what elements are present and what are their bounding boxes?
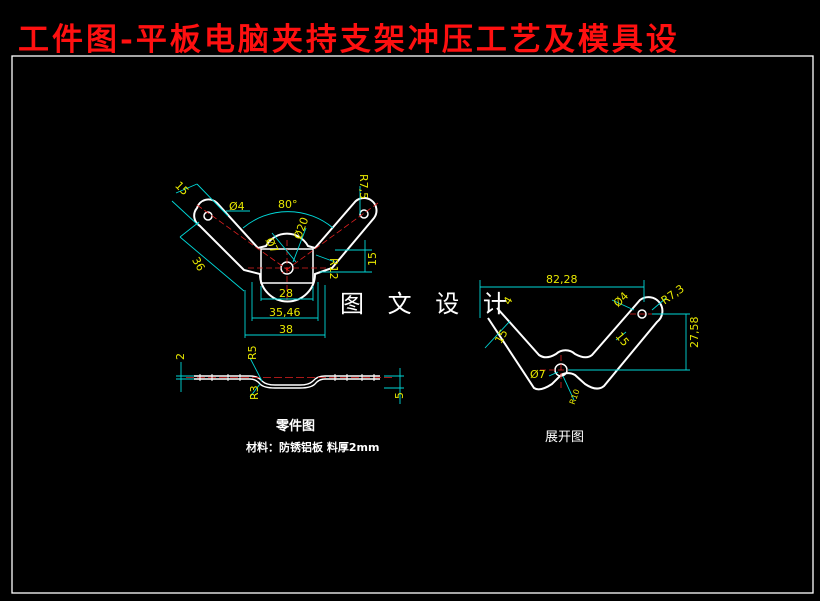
drawing-title: 工件图-平板电脑夹持支架冲压工艺及模具设 xyxy=(18,22,680,58)
dim-d4: Ø4 xyxy=(229,200,245,213)
dim-ext xyxy=(175,183,198,194)
dim-r3: R3 xyxy=(248,385,261,400)
dim-r12: R12 xyxy=(327,258,340,280)
dim-h5: 5 xyxy=(393,392,406,399)
angle-arc xyxy=(242,211,334,229)
unfold-view: 82,28 Ø4 R7,3 15 15 27,58 Ø7 R10 4 xyxy=(479,273,701,406)
dim-leader xyxy=(292,227,307,263)
dim-angle-80: 80° xyxy=(278,198,298,211)
part-view-caption: 零件图 xyxy=(276,419,316,434)
dim-r5: R5 xyxy=(246,345,259,360)
dim-leader xyxy=(271,232,297,263)
dim-38: 38 xyxy=(279,323,293,336)
dim-15-right: 15 xyxy=(366,252,379,266)
side-profile-top xyxy=(194,375,380,386)
dim-u-d4: Ø4 xyxy=(611,290,631,310)
dim-u-15a: 15 xyxy=(492,327,510,346)
watermark: 图 文 设 计 xyxy=(340,290,515,318)
dim-d7: Ø7 xyxy=(263,236,281,256)
bracket-outline xyxy=(193,197,378,303)
dim-r73: R7,3 xyxy=(659,282,687,307)
dim-t2: 2 xyxy=(174,353,187,360)
dim-leader xyxy=(315,254,336,263)
centerline-right xyxy=(281,202,379,274)
dim-u-15b: 15 xyxy=(613,330,632,349)
dim-2758: 27,58 xyxy=(688,317,701,349)
dim-r75: R7,5 xyxy=(357,174,370,199)
dim-28: 28 xyxy=(279,287,293,300)
dim-3546: 35,46 xyxy=(269,306,301,319)
dim-36: 36 xyxy=(189,255,207,274)
dim-36-line xyxy=(179,236,245,292)
dim-ext xyxy=(196,183,229,217)
side-view: 2 R5 R3 5 xyxy=(174,345,406,404)
unfold-view-caption: 展开图 xyxy=(545,430,585,445)
material-note: 材料：防锈铝板 料厚2mm xyxy=(246,441,380,454)
centerline-left xyxy=(196,204,293,274)
unfold-end-hole xyxy=(637,309,647,319)
dim-15-top: 15 xyxy=(172,179,191,198)
dim-ext xyxy=(171,200,199,226)
dim-u-d7: Ø7 xyxy=(530,368,546,381)
dim-d20: Ø20 xyxy=(291,215,311,241)
dim-ext xyxy=(179,221,200,238)
dim-8228: 82,28 xyxy=(546,273,578,286)
unfold-outline xyxy=(487,296,664,391)
side-profile-bottom xyxy=(194,378,380,389)
